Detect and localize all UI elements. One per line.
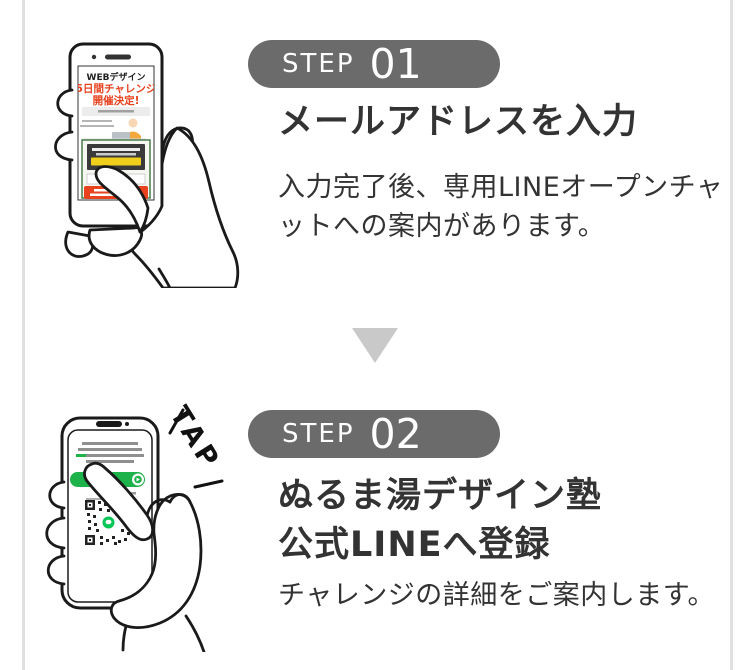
phone-illustration-line-register: [45, 408, 224, 652]
tap-emphasis-marks: [168, 408, 224, 489]
step-badge-label: STEP: [282, 419, 355, 449]
screen-headline-red-1: 5日間チャレンジ: [76, 83, 157, 95]
tapping-hand-illustration: [45, 461, 206, 652]
step-2-badge: STEP 02: [248, 410, 500, 458]
step-badge-label: STEP: [282, 49, 355, 79]
step-1-title: メールアドレスを入力: [278, 102, 639, 142]
step-1-description: 入力完了後、専用LINEオープンチャ ットへの案内があります。: [278, 172, 724, 242]
screen-headline-red-2: 開催決定!: [93, 94, 140, 107]
step-2-title: ぬるま湯デザイン塾 公式LINEへ登録: [278, 476, 603, 565]
step-badge-number: 02: [369, 409, 422, 458]
holding-hand-illustration: [54, 88, 240, 288]
speaker-icon: [105, 54, 131, 60]
camera-icon: [125, 422, 129, 426]
step-1-badge: STEP 01: [248, 40, 500, 88]
camera-icon: [91, 54, 97, 60]
down-arrow-icon: [352, 328, 398, 363]
screen-headline-small: WEBデザイン: [87, 71, 146, 83]
step-2-description: チャレンジの詳細をご案内します。: [278, 580, 716, 611]
phone-illustration-email-signup: WEBデザイン 5日間チャレンジ 開催決定!: [54, 42, 240, 288]
speaker-icon: [96, 421, 122, 427]
step-badge-number: 01: [369, 39, 422, 88]
